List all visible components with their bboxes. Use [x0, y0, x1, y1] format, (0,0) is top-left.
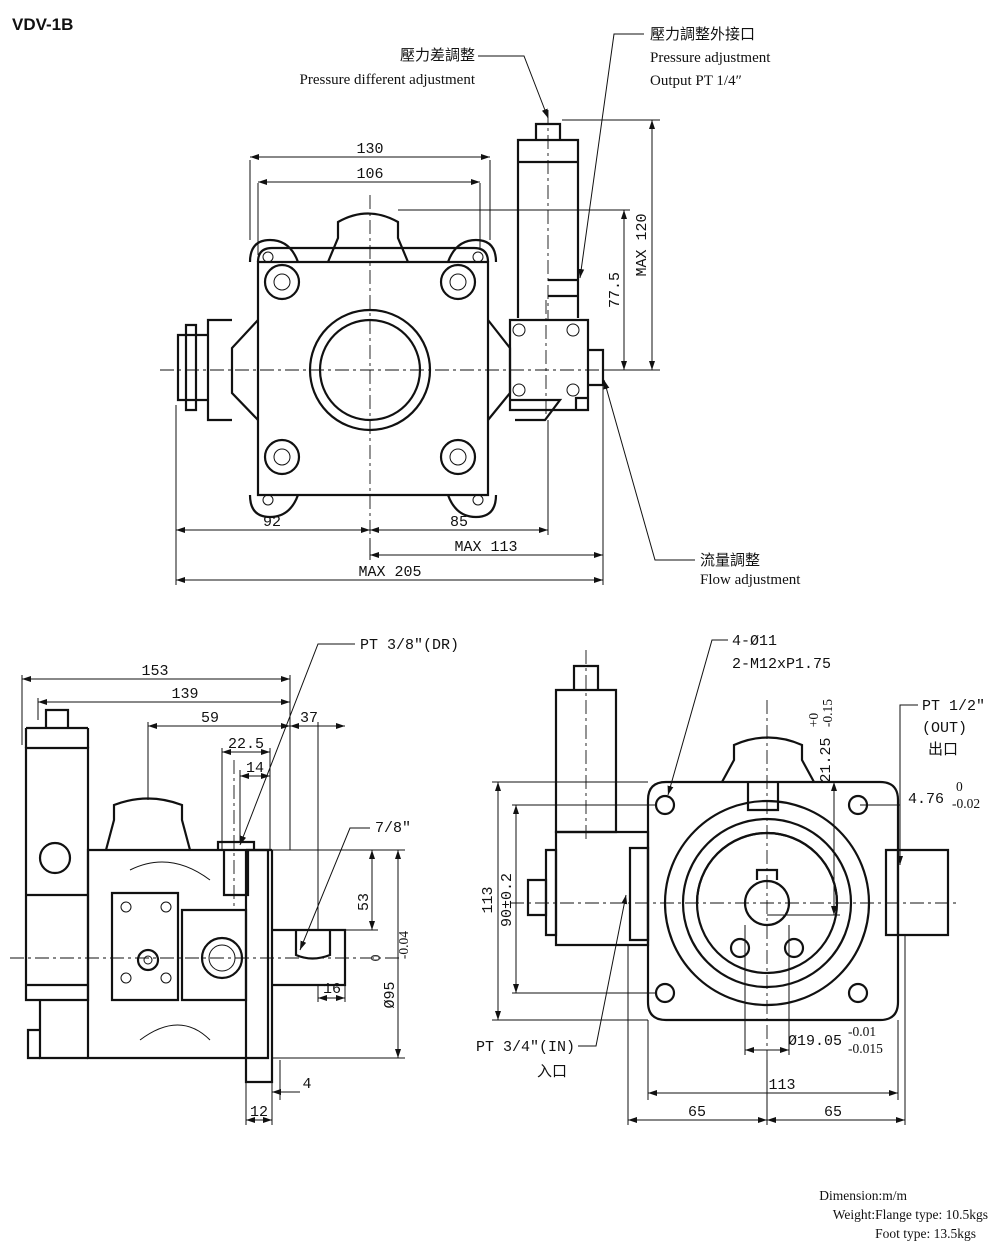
- dim-106: 106: [356, 166, 383, 183]
- drawing-title: VDV-1B: [12, 15, 73, 34]
- label-holes-1: 4-Ø11: [732, 633, 777, 650]
- dim-4-76-upper: 0: [956, 779, 963, 794]
- dim-113-horizontal: 113: [768, 1077, 795, 1094]
- label-pressure-out-en2: Output PT 1/4″: [650, 73, 742, 89]
- dim-65-right: 65: [824, 1104, 842, 1121]
- label-in-port: PT 3/4″(IN): [476, 1039, 575, 1056]
- front-view: 113 90±0.2 21.25 +0 -0.15 4.76 0 -0.02 Ø…: [480, 639, 980, 1125]
- dim-59: 59: [201, 710, 219, 727]
- note-foot-type: Foot type: 13.5kgs: [875, 1226, 976, 1241]
- dim-65-left: 65: [688, 1104, 706, 1121]
- label-out-paren: (OUT): [922, 720, 967, 737]
- label-holes-2: 2-M12xP1.75: [732, 656, 831, 673]
- dim-dia19: Ø19.05: [788, 1033, 842, 1050]
- dim-153: 153: [141, 663, 168, 680]
- side-view: 153 139 59 37 22.5 14 53 Ø95 0 -0.04 16 …: [10, 643, 411, 1125]
- dim-dia19-lower: -0.015: [848, 1041, 883, 1056]
- label-out-zh: 出口: [928, 741, 958, 758]
- label-drain-port: PT 3/8″(DR): [360, 637, 459, 654]
- dim-14: 14: [246, 760, 264, 777]
- dim-max120: MAX 120: [634, 213, 651, 276]
- top-view: 130 106 MAX 120 77.5 92 85 MAX 113 MAX 2…: [160, 33, 695, 585]
- dim-77-5: 77.5: [607, 272, 624, 308]
- dim-21-25-upper: +0: [806, 713, 821, 728]
- dim-dia19-upper: -0.01: [848, 1024, 876, 1039]
- label-seven-eighths: 7/8″: [375, 820, 411, 837]
- dim-4: 4: [302, 1076, 311, 1093]
- note-weight: Weight:Flange type: 10.5kgs: [833, 1207, 988, 1222]
- dim-dia95-upper: 0: [368, 954, 383, 961]
- dim-139: 139: [171, 686, 198, 703]
- label-out-port: PT 1/2″: [922, 698, 985, 715]
- dim-dia95: Ø95: [382, 981, 399, 1008]
- dim-16: 16: [323, 981, 341, 998]
- label-pressure-diff-zh: 壓力差調整: [400, 47, 475, 64]
- label-pressure-out-en1: Pressure adjustment: [650, 50, 771, 66]
- dim-21-25: 21.25: [818, 737, 835, 782]
- dim-53: 53: [356, 893, 373, 911]
- dim-12: 12: [250, 1104, 268, 1121]
- dim-37: 37: [300, 710, 318, 727]
- dim-4-76: 4.76: [908, 791, 944, 808]
- dim-4-76-lower: -0.02: [952, 796, 980, 811]
- dim-dia95-lower: -0.04: [396, 931, 411, 959]
- dim-92: 92: [263, 514, 281, 531]
- label-pressure-out-zh: 壓力調整外接口: [650, 26, 755, 43]
- dim-113-vertical: 113: [480, 886, 497, 913]
- label-flow-en: Flow adjustment: [700, 572, 801, 588]
- label-pressure-diff-en: Pressure different adjustment: [299, 72, 475, 88]
- dim-max205: MAX 205: [358, 564, 421, 581]
- dim-22-5: 22.5: [228, 736, 264, 753]
- note-dimension: Dimension:m/m: [819, 1188, 907, 1203]
- dim-90: 90±0.2: [499, 873, 516, 927]
- label-in-zh: 入口: [537, 1064, 567, 1080]
- dim-130: 130: [356, 141, 383, 158]
- dim-max113: MAX 113: [454, 539, 517, 556]
- dim-21-25-lower: -0.15: [820, 699, 835, 727]
- label-flow-zh: 流量調整: [700, 552, 760, 569]
- dim-85: 85: [450, 514, 468, 531]
